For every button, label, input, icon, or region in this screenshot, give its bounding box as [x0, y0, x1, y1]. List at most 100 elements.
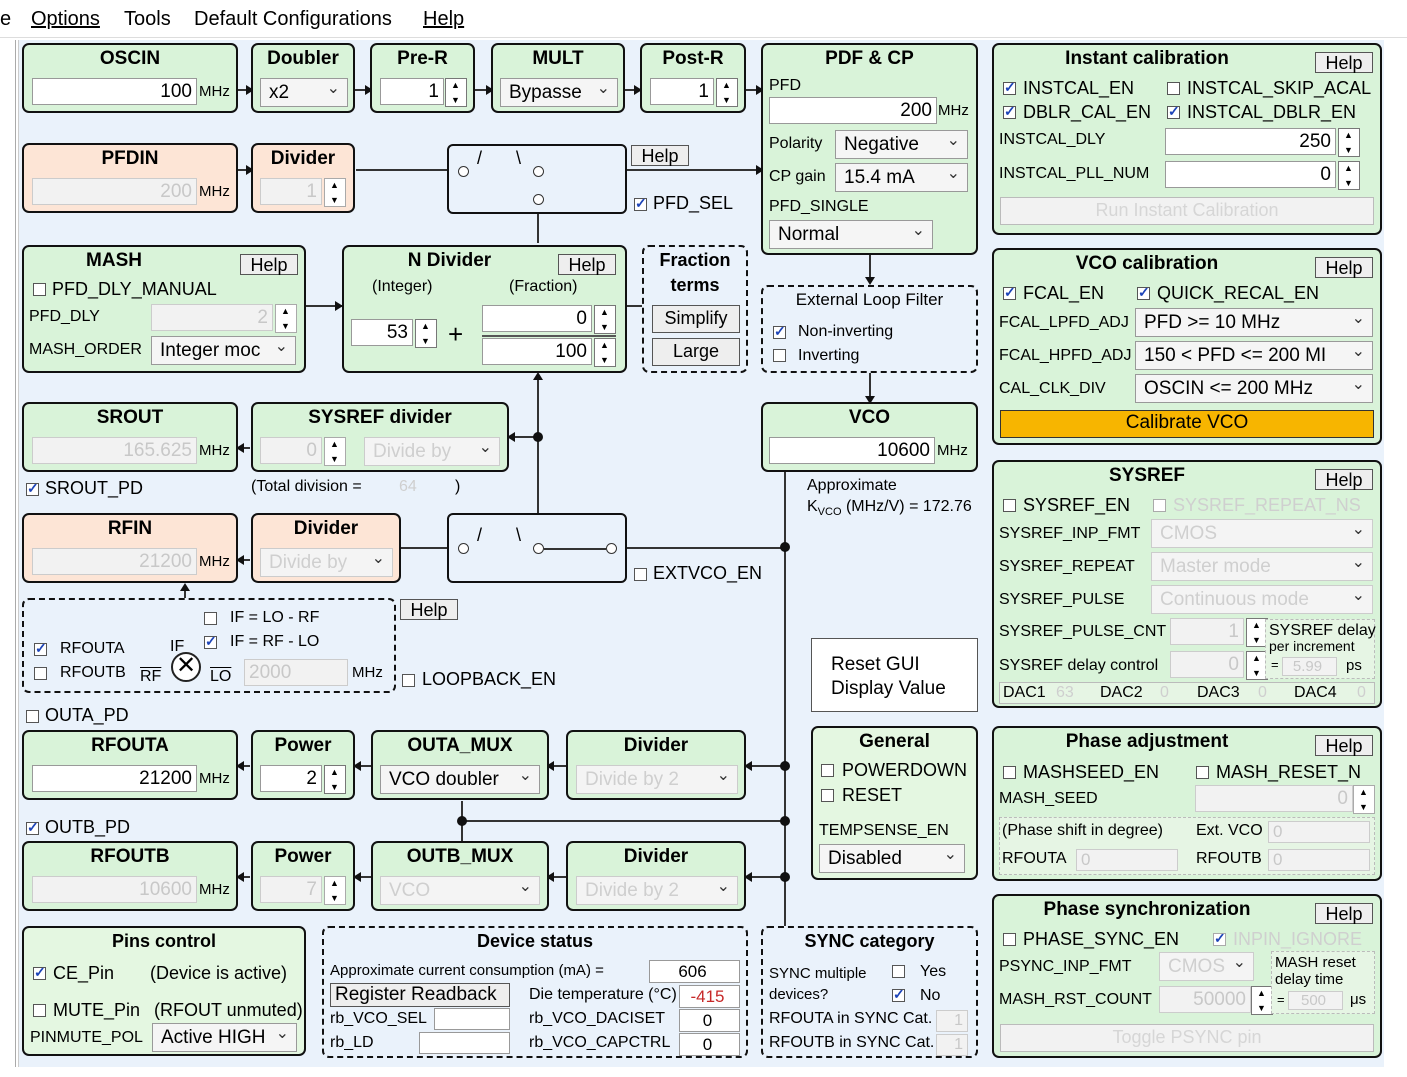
- reset-gui-line2: Display Value: [831, 678, 946, 699]
- rfoutb-power-block: Power 7: [251, 841, 355, 911]
- reset-checkbox[interactable]: [821, 789, 834, 802]
- menu-default-configurations[interactable]: Default Configurations: [194, 8, 392, 30]
- switch-node: [458, 543, 469, 554]
- vco-frequency-input[interactable]: 10600: [769, 437, 935, 464]
- pfd-sel-checkbox[interactable]: [634, 195, 647, 212]
- if-lo-minus-rf-checkbox[interactable]: [204, 612, 217, 625]
- vcocal-help-button[interactable]: Help: [1315, 257, 1373, 278]
- mute-pin-checkbox[interactable]: [33, 1004, 46, 1017]
- arrow: [236, 555, 244, 565]
- rb-vco-daciset-value: 0: [679, 1009, 740, 1032]
- loopback-rfoutb-checkbox[interactable]: [34, 667, 47, 680]
- powerdown-checkbox[interactable]: [821, 764, 834, 777]
- dac2-label: DAC2: [1100, 684, 1143, 701]
- large-button[interactable]: Large: [652, 338, 740, 366]
- outb-pd-checkbox[interactable]: [26, 819, 39, 836]
- mash-help-button[interactable]: Help: [240, 254, 298, 275]
- pfd-frequency-field[interactable]: 200: [769, 97, 937, 124]
- pfd-single-select[interactable]: Normal: [769, 220, 933, 249]
- menu-help[interactable]: Help: [423, 8, 465, 30]
- n-numerator-spinner[interactable]: [594, 305, 616, 334]
- tempsense-en-select[interactable]: Disabled: [819, 844, 965, 873]
- pinmute-pol-select[interactable]: Active HIGH: [152, 1023, 297, 1052]
- mult-select[interactable]: Bypasse: [500, 78, 618, 107]
- menu-file[interactable]: e: [0, 8, 12, 30]
- cal-clk-div-select[interactable]: OSCIN <= 200 MHz: [1135, 374, 1373, 403]
- n-integer-input[interactable]: 53: [351, 319, 413, 346]
- pfdin-title: PFDIN: [101, 148, 159, 169]
- post-r-spinner[interactable]: [716, 78, 738, 107]
- sysref-divider-block: SYSREF divider 0 Divide by: [251, 402, 509, 472]
- n-numerator-input[interactable]: 0: [482, 305, 592, 332]
- sysref-divider-spinner: [324, 437, 346, 466]
- if-rf-minus-lo-checkbox[interactable]: [204, 633, 217, 650]
- sysref-help-button[interactable]: Help: [1315, 469, 1373, 490]
- fcal-hpfd-adj-label: FCAL_HPFD_ADJ: [999, 347, 1132, 364]
- loopback-en-checkbox[interactable]: [402, 674, 415, 687]
- reset-gui-line1: Reset GUI: [831, 654, 920, 675]
- ext-vco-label: Ext. VCO: [1196, 822, 1263, 839]
- dblr-cal-en-checkbox[interactable]: [1003, 103, 1016, 120]
- n-divider-help-button[interactable]: Help: [558, 254, 616, 275]
- outa-mux-select[interactable]: VCO doubler: [380, 765, 540, 794]
- mashseed-en-checkbox[interactable]: [1003, 766, 1016, 779]
- instcal-skip-acal-checkbox[interactable]: [1167, 82, 1180, 95]
- reset-gui-button[interactable]: Reset GUI Display Value: [811, 638, 978, 712]
- rfouta-title: RFOUTA: [91, 735, 169, 756]
- pre-r-spinner[interactable]: [445, 78, 467, 107]
- loopback-rfouta-checkbox[interactable]: [34, 640, 47, 657]
- rfouta-frequency-field[interactable]: 21200: [32, 765, 197, 792]
- psync-help-button[interactable]: Help: [1315, 903, 1373, 924]
- instcal-help-button[interactable]: Help: [1315, 52, 1373, 73]
- instcal-dblr-en-checkbox[interactable]: [1167, 103, 1180, 120]
- ce-pin-checkbox[interactable]: [33, 964, 46, 981]
- n-denominator-spinner[interactable]: [594, 338, 616, 367]
- phase-help-button[interactable]: Help: [1315, 735, 1373, 756]
- sync-yes-label: Yes: [920, 963, 947, 980]
- mash-reset-n-checkbox[interactable]: [1196, 766, 1209, 779]
- sysref-en-checkbox[interactable]: [1003, 499, 1016, 512]
- menu-tools[interactable]: Tools: [124, 8, 171, 30]
- inverting-checkbox[interactable]: [773, 349, 786, 362]
- calibrate-vco-button[interactable]: Calibrate VCO: [1000, 410, 1374, 438]
- loopback-en-label: LOOPBACK_EN: [422, 669, 557, 689]
- outa-pd-checkbox[interactable]: [26, 710, 39, 723]
- n-integer-spinner[interactable]: [415, 319, 437, 348]
- fcal-en-checkbox[interactable]: [1003, 284, 1016, 301]
- sync-no-checkbox[interactable]: [892, 986, 905, 1003]
- menu-options[interactable]: Options: [31, 8, 100, 30]
- pfd-sel-help-button[interactable]: Help: [631, 145, 689, 166]
- doubler-select[interactable]: x2: [260, 78, 348, 107]
- post-r-input[interactable]: 1: [650, 78, 714, 105]
- instcal-pll-num-input[interactable]: 0: [1165, 161, 1336, 188]
- phase-sync-en-checkbox[interactable]: [1003, 933, 1016, 946]
- sync-yes-checkbox[interactable]: [892, 965, 905, 978]
- mash-order-select[interactable]: Integer moc: [151, 336, 296, 365]
- simplify-button[interactable]: Simplify: [652, 305, 740, 333]
- rfouta-power-input[interactable]: 2: [260, 765, 322, 792]
- loopback-help-button[interactable]: Help: [400, 599, 458, 620]
- instcal-dly-spinner[interactable]: [1338, 128, 1360, 157]
- sysref-repeat-label: SYSREF_REPEAT: [999, 558, 1135, 575]
- pre-r-input[interactable]: 1: [380, 78, 444, 105]
- instcal-dly-input[interactable]: 250: [1165, 128, 1336, 155]
- instcal-pll-num-spinner[interactable]: [1338, 161, 1360, 190]
- fcal-lpfd-adj-select[interactable]: PFD >= 10 MHz: [1135, 308, 1373, 337]
- n-denominator-input[interactable]: 100: [482, 338, 592, 365]
- instcal-en-checkbox[interactable]: [1003, 79, 1016, 96]
- quick-recal-en-checkbox[interactable]: [1137, 284, 1150, 301]
- extvco-en-checkbox[interactable]: [634, 568, 647, 581]
- arrow: [865, 396, 875, 404]
- cp-gain-select[interactable]: 15.4 mA: [835, 163, 968, 192]
- polarity-select[interactable]: Negative: [835, 130, 968, 159]
- rfouta-power-spinner[interactable]: [324, 765, 346, 794]
- rfouta-phase-label: RFOUTA: [1002, 850, 1067, 867]
- oscin-frequency-input[interactable]: 100: [32, 78, 197, 105]
- fcal-hpfd-adj-select[interactable]: 150 < PFD <= 200 MI: [1135, 341, 1373, 370]
- non-inverting-checkbox[interactable]: [773, 323, 786, 340]
- srout-pd-checkbox[interactable]: [26, 480, 39, 497]
- sysref-repeat-ns-label: SYSREF_REPEAT_NS: [1173, 495, 1361, 515]
- register-readback-button[interactable]: Register Readback: [330, 983, 510, 1007]
- pfd-dly-manual-checkbox[interactable]: [33, 283, 46, 296]
- pfdin-frequency-field: 200: [32, 178, 197, 205]
